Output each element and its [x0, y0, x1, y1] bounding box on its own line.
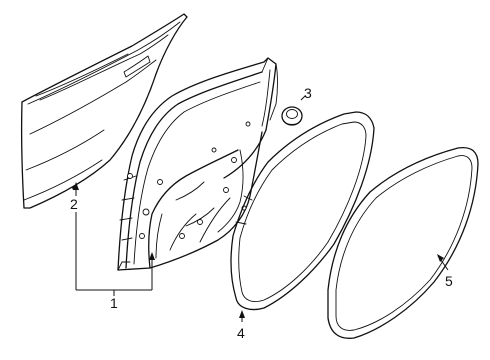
- door-plug-grommet: [281, 106, 303, 126]
- callout-4: 4: [237, 325, 245, 341]
- callout-1: 1: [110, 295, 118, 311]
- leader-lines: [73, 95, 449, 322]
- callout-5: 5: [445, 273, 453, 289]
- door-side-weatherstrip: [230, 111, 375, 311]
- outer-door-panel: [20, 13, 188, 209]
- callout-3: 3: [304, 85, 312, 101]
- inner-door-frame: [117, 57, 278, 271]
- callout-2: 2: [70, 196, 78, 212]
- body-side-weatherstrip: [327, 146, 479, 339]
